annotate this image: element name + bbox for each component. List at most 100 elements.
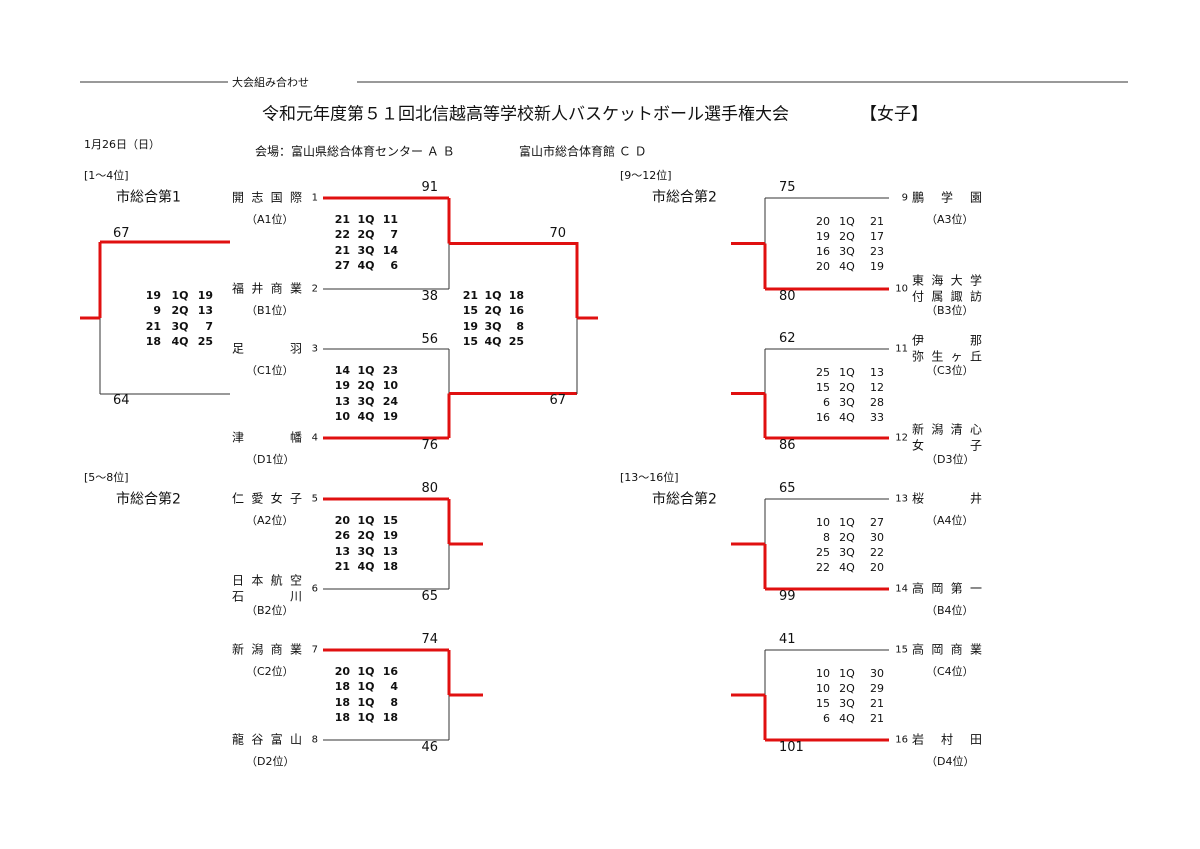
page-title: 令和元年度第５１回北信越高等学校新人バスケットボール選手権大会: [262, 104, 789, 125]
score-top: 41: [779, 631, 796, 647]
quarter-score-top: 25: [816, 545, 830, 559]
quarter-score-bottom: 22: [870, 545, 884, 559]
team-name: 新 潟 商 業: [232, 642, 302, 657]
quarter-score-bottom: 8: [516, 319, 524, 333]
team-name: 桜 井: [912, 491, 982, 506]
team-rank: （C4位）: [926, 664, 974, 678]
quarter-score-bottom: 33: [870, 410, 884, 424]
quarter-score-top: 22: [334, 228, 350, 242]
quarter-label: 1Q: [839, 214, 855, 228]
quarter-score-bottom: 4: [390, 680, 398, 694]
quarter-score-top: 18: [145, 334, 161, 348]
quarter-score-top: 21: [334, 559, 350, 573]
team-seed: 15: [895, 644, 908, 656]
score-top: 67: [113, 225, 130, 241]
quarter-label: 3Q: [357, 394, 375, 408]
score-bottom: 101: [779, 739, 804, 755]
quarter-label: 4Q: [357, 559, 375, 573]
team-rank: （D4位）: [926, 754, 975, 768]
court-label: 市総合第2: [116, 491, 181, 508]
quarter-score-top: 21: [334, 212, 350, 226]
quarter-label: 4Q: [839, 259, 855, 273]
team-name: 仁 愛 女 子: [232, 491, 302, 506]
quarter-score-top: 20: [334, 664, 350, 678]
team-name: 日 本 航 空: [232, 573, 302, 588]
quarter-score-top: 15: [462, 304, 478, 318]
quarter-score-bottom: 7: [390, 228, 398, 242]
court-label: 市総合第2: [652, 491, 717, 508]
score-bottom: 46: [421, 739, 438, 755]
team-rank: （C2位）: [246, 664, 294, 678]
quarter-score-bottom: 12: [870, 380, 884, 394]
score-bottom: 64: [113, 392, 130, 408]
team-seed: 9: [901, 192, 908, 204]
team-name: 付 属 諏 訪: [912, 289, 982, 304]
quarter-score-bottom: 21: [870, 696, 884, 710]
team-name: 高 岡 第 一: [912, 581, 982, 596]
quarter-label: 1Q: [357, 664, 375, 678]
score-bottom: 76: [421, 437, 438, 453]
team-seed: 3: [311, 343, 318, 355]
quarter-label: 2Q: [171, 304, 189, 318]
team-rank: （B2位）: [246, 603, 294, 617]
score-bottom: 80: [779, 288, 796, 304]
quarter-label: 2Q: [839, 681, 855, 695]
quarter-score-top: 25: [816, 365, 830, 379]
team-seed: 6: [311, 583, 318, 595]
quarter-score-top: 10: [816, 515, 830, 529]
quarter-label: 1Q: [484, 288, 502, 302]
quarter-label: 2Q: [357, 228, 375, 242]
quarter-score-bottom: 21: [870, 214, 884, 228]
team-name: 女 子: [912, 438, 982, 453]
score-top: 80: [421, 480, 438, 496]
team-rank: （A3位）: [926, 212, 974, 226]
quarter-label: 4Q: [839, 711, 855, 725]
bracket-label: [1～4位]: [84, 168, 129, 182]
score-bottom: 86: [779, 437, 796, 453]
team-rank: （B3位）: [926, 303, 974, 317]
quarter-score-bottom: 13: [870, 365, 884, 379]
quarter-score-bottom: 13: [382, 544, 398, 558]
quarter-score-bottom: 28: [870, 395, 884, 409]
team-seed: 1: [311, 192, 318, 204]
quarter-score-bottom: 15: [382, 513, 398, 527]
quarter-score-top: 18: [334, 680, 350, 694]
team-rank: （D1位）: [246, 452, 295, 466]
quarter-score-bottom: 10: [382, 379, 398, 393]
quarter-score-top: 22: [816, 560, 830, 574]
date-label: 1月26日（日）: [84, 137, 160, 151]
quarter-score-top: 16: [816, 410, 830, 424]
quarter-label: 3Q: [839, 696, 855, 710]
team-seed: 12: [895, 432, 908, 444]
quarter-score-bottom: 29: [870, 681, 884, 695]
quarter-score-top: 14: [334, 363, 350, 377]
quarter-score-bottom: 18: [382, 710, 398, 724]
team-name: 龍 谷 富 山: [232, 732, 302, 747]
team-seed: 16: [895, 734, 908, 746]
team-name: 足 羽: [232, 341, 302, 356]
quarter-label: 1Q: [171, 288, 189, 302]
quarter-score-top: 10: [816, 666, 830, 680]
gender-label: 【女子】: [860, 104, 928, 125]
team-name: 鵬 学 園: [912, 190, 982, 205]
quarter-score-top: 19: [462, 319, 478, 333]
quarter-score-bottom: 16: [382, 664, 398, 678]
quarter-label: 4Q: [484, 334, 502, 348]
score-bottom: 99: [779, 588, 796, 604]
score-top: 62: [779, 330, 796, 346]
quarter-score-top: 15: [462, 334, 478, 348]
court-label: 市総合第2: [652, 189, 717, 206]
section-label: 大会組み合わせ: [232, 75, 309, 89]
quarter-score-top: 19: [816, 229, 830, 243]
quarter-label: 1Q: [839, 515, 855, 529]
quarter-score-bottom: 18: [382, 559, 398, 573]
team-rank: （B1位）: [246, 303, 294, 317]
quarter-label: 1Q: [357, 363, 375, 377]
team-rank: （C3位）: [926, 363, 974, 377]
quarter-score-bottom: 19: [870, 259, 884, 273]
quarter-label: 1Q: [839, 666, 855, 680]
team-name: 高 岡 商 業: [912, 642, 982, 657]
team-seed: 4: [311, 432, 318, 444]
team-name: 弥 生 ヶ 丘: [912, 349, 982, 364]
